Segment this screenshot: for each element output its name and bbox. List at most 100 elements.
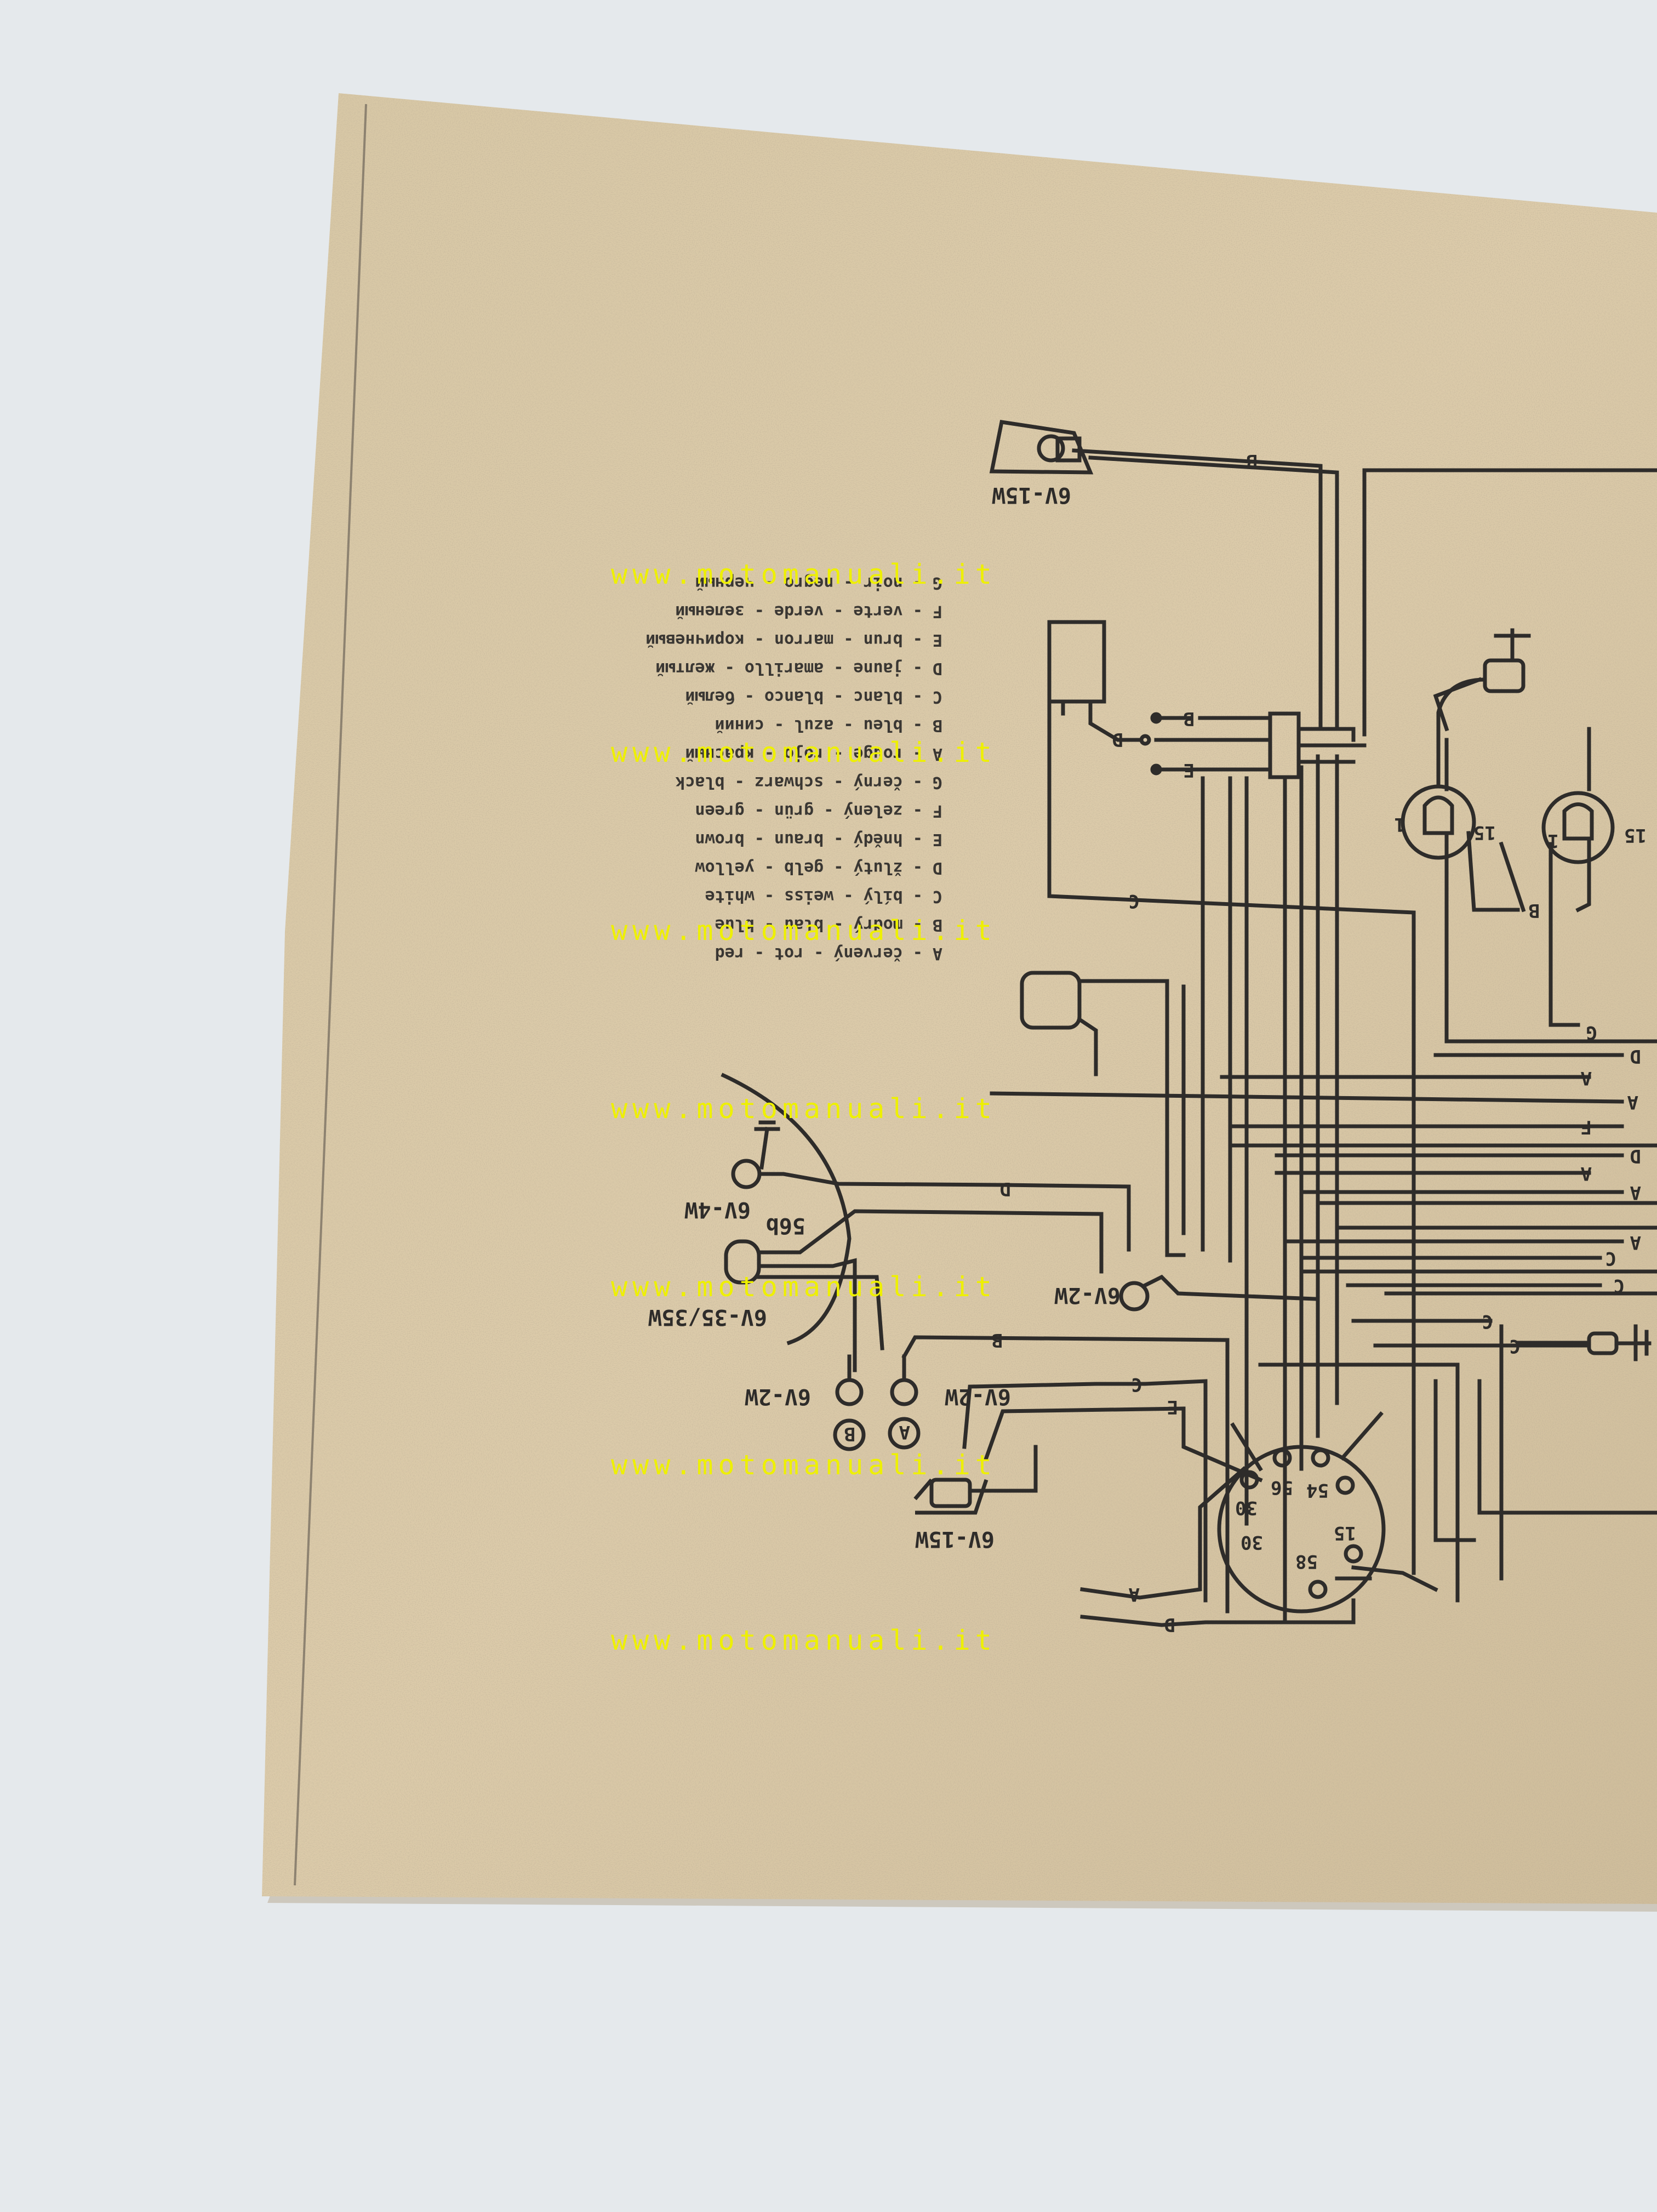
small-lamp-rating: 6V-4W [684, 1197, 751, 1222]
switch-terminal-ring [1308, 1580, 1328, 1599]
wire-label: B [992, 1329, 1003, 1351]
legend-line: B - modrý - blau - blue [715, 915, 942, 934]
wire-h-a2 [990, 1091, 1624, 1104]
wire-connector-right [1296, 727, 1367, 764]
wire-small-lamp-ground [754, 1120, 780, 1170]
wire-label: E [1167, 1396, 1178, 1418]
switch-terminal-label: 30 [1235, 1497, 1258, 1519]
legend-line: E - brun - marron - коричневый [645, 630, 942, 649]
wire-lamp-b [847, 1354, 906, 1382]
wire-label: A [1129, 1583, 1140, 1605]
wire-label: C [1482, 1310, 1493, 1332]
top-lamp-reflector [989, 420, 1094, 475]
bottom-lamp-rating: 6V-15W [915, 1526, 995, 1552]
indicator-lamp-bulb [1119, 1281, 1150, 1312]
lamp-a-rating: 6V-2W [945, 1384, 1011, 1409]
wire-label: A [1630, 1182, 1641, 1204]
wire-label: D [1112, 728, 1123, 750]
watermarks: www.motomanuali.it www.motomanuali.it ww… [611, 558, 997, 1656]
legend-line: F - verte - verde - зеленый [675, 602, 942, 621]
wire-label: D [1000, 1178, 1011, 1200]
switch-terminal-label: 54 [1306, 1479, 1329, 1501]
wire-switch-right [1335, 1565, 1438, 1592]
wire-top-lamp [1072, 448, 1323, 731]
wire-label: D [1630, 1045, 1641, 1067]
wire-bottom-lamp [968, 1445, 1038, 1493]
switch-terminal-label: 56 [1271, 1476, 1293, 1498]
terminal-e [1150, 763, 1162, 776]
watermark: www.motomanuali.it [611, 1624, 997, 1656]
legend-line: G - noir - negro - черный [695, 573, 942, 592]
coil2-right-terminal: 15 [1624, 824, 1647, 846]
ignition-coils: 1 15 1 15 [1395, 628, 1647, 864]
top-lamp-socket [1055, 436, 1082, 463]
wire-coil-b [1499, 841, 1526, 913]
headlamp-terminal: 56b [766, 1213, 805, 1238]
watermark: www.motomanuali.it [611, 737, 997, 768]
wire-label: A [1630, 1232, 1641, 1253]
bottom-lamp-socket [929, 1478, 972, 1508]
legend-line: B - bleu - azul - синий [715, 716, 942, 735]
switch-terminal-ring [1239, 1470, 1259, 1490]
spark-plug-lead [1436, 677, 1487, 789]
legend-line: E - hnědý - braun - brown [695, 830, 942, 849]
wire-bottom-a [1080, 1466, 1247, 1600]
wire-lamp-c [962, 1379, 1208, 1603]
wire-coil1 [1444, 831, 1657, 1044]
lamp-a-badge: A [899, 1421, 910, 1443]
legend-line: C - blanc - blanco - белый [685, 687, 942, 706]
terminal-d [1139, 734, 1151, 746]
top-lamp: 6V-15W [989, 420, 1094, 508]
lamp-b-badge: B [844, 1423, 855, 1445]
legend-line: F - zelený - grün - green [695, 801, 942, 820]
wire-label: B [1247, 450, 1258, 472]
coil-left-terminal: 1 [1395, 813, 1405, 835]
wire-coil-tall [1433, 677, 1482, 732]
spark-plug [1483, 658, 1525, 693]
indicator-lamp-rating: 6V-2W [1054, 1282, 1121, 1308]
color-legend: A - červený - rot - red B - modrý - blau… [645, 573, 942, 963]
switch-terminals: 30 30 56 54 15 58 [1235, 1448, 1363, 1599]
wire-label: A [1581, 1067, 1592, 1089]
legend-line: C - bílý - weiss - white [705, 887, 942, 906]
lamp-a-badge-ring [888, 1417, 921, 1450]
wire-coil2-down [1549, 842, 1580, 1027]
watermark: www.motomanuali.it [611, 1093, 997, 1125]
wire-h-lower2 [1433, 1379, 1476, 1542]
spark-plug-ground [1494, 628, 1531, 663]
watermark: www.motomanuali.it [611, 558, 997, 590]
lamp-b-rating: 6V-2W [745, 1384, 811, 1409]
switch-terminal-ring [1344, 1544, 1363, 1564]
switch-terminal-ring [1311, 1448, 1330, 1468]
wire-switch-up [1230, 1401, 1384, 1472]
top-lamp-bulb [1037, 434, 1065, 463]
coil-right [1541, 791, 1615, 864]
wire-regulator [1061, 699, 1142, 742]
speedometer [1020, 971, 1082, 1030]
wire-label: C [1129, 890, 1140, 912]
wire-top-frame [1362, 468, 1657, 737]
wire-label: F [1581, 1116, 1592, 1138]
wire-h-lower [1258, 1362, 1460, 1603]
wire-label: B [1529, 899, 1540, 921]
paper-texture [262, 93, 1657, 1904]
wire-h-lower3 [1477, 1379, 1657, 1515]
wire-label: C [1132, 1373, 1142, 1395]
switch-terminal-ring [1335, 1475, 1355, 1495]
wire-lamp-e [984, 1406, 1263, 1483]
headlamp-arc [721, 1073, 852, 1346]
wire-label: E [1184, 759, 1195, 781]
legend-line: D - jaune - amarillo - желтый [655, 659, 942, 678]
switch-terminal-label: 58 [1295, 1550, 1318, 1572]
wire-label: B [1184, 708, 1195, 729]
headlamp-bulb [724, 1239, 761, 1285]
wire-lamp-a-b [901, 1335, 1230, 1614]
coil-right-terminal: 15 [1473, 822, 1496, 843]
legend-line: A - červený - rot - red [715, 944, 942, 963]
paper-fold-line [294, 104, 367, 1886]
wire-small-lamp [757, 1172, 1131, 1252]
wire-horn-ground [1614, 1324, 1652, 1361]
legend-line: D - žlutý - gelb - yellow [695, 858, 942, 877]
